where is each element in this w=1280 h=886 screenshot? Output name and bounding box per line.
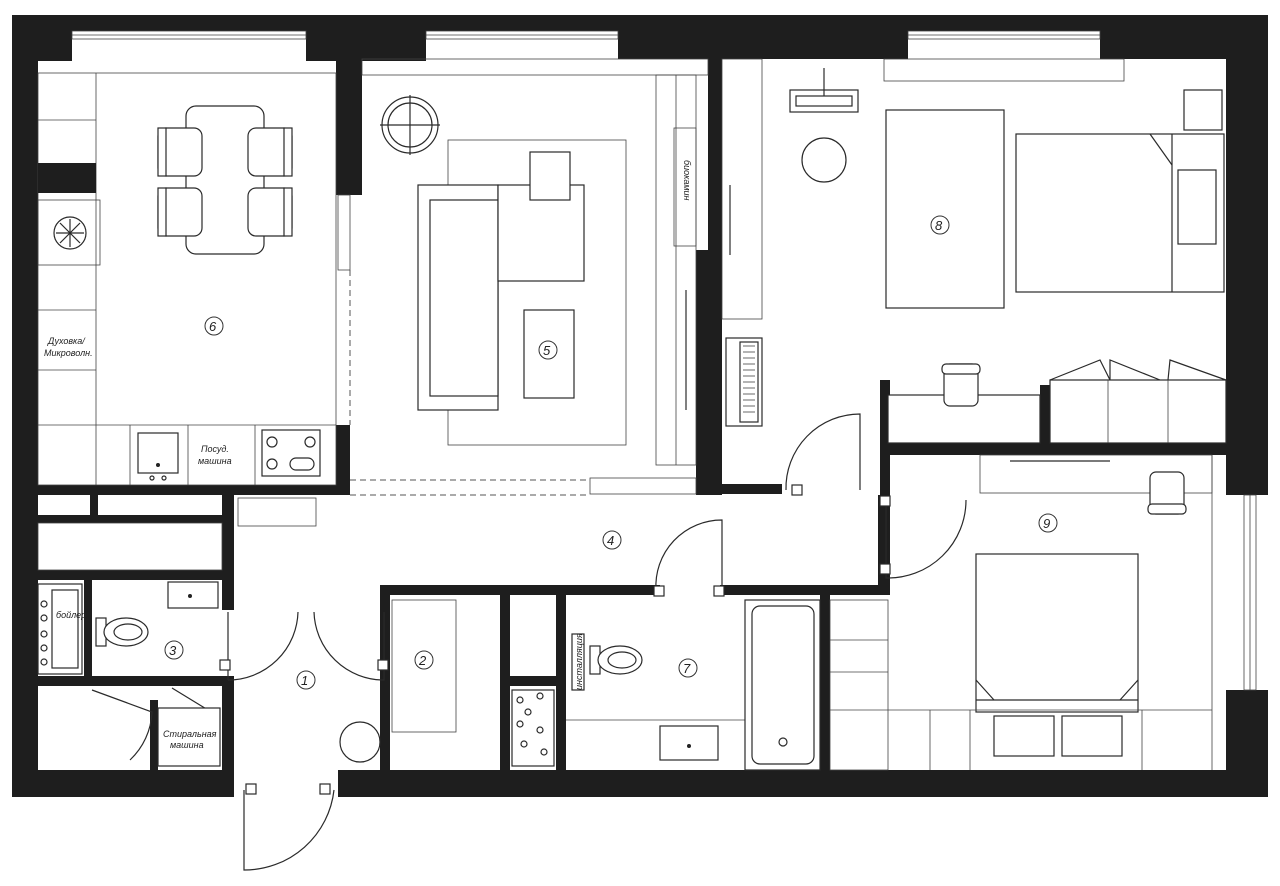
windows: [71, 30, 1257, 691]
closet-2: 2: [391, 599, 457, 733]
pillow: [993, 715, 1055, 757]
washer-label-2: машина: [170, 740, 204, 750]
bed: [975, 553, 1139, 713]
dining-chair: [247, 127, 293, 177]
dining-chair: [157, 127, 203, 177]
sink: [659, 725, 719, 761]
pillow: [1061, 715, 1123, 757]
washer-label: Стиральная: [163, 729, 217, 739]
corridor: 4: [237, 497, 622, 550]
room-number-9: 9: [1043, 516, 1050, 531]
round-pouf: [339, 721, 381, 763]
desk-chair: [1147, 471, 1187, 515]
bed: [1015, 133, 1225, 293]
bathtub: [744, 599, 821, 771]
hall: 1: [296, 670, 381, 763]
interior-walls: [38, 55, 1226, 770]
armchair: [529, 151, 571, 201]
room-number-2: 2: [418, 653, 427, 668]
sink: [167, 581, 219, 609]
doors: [91, 413, 967, 871]
bedroom-9: 9: [829, 454, 1213, 771]
room-number-3: 3: [169, 643, 177, 658]
oven-label-2: Микроволн.: [44, 348, 93, 358]
sofa: [417, 184, 585, 411]
stove: [261, 429, 321, 477]
rug: [885, 109, 1005, 309]
utility-shaft: [511, 689, 555, 767]
kitchen-sink: [137, 432, 179, 481]
openings: [337, 194, 697, 496]
boiler-label: бойлер: [56, 610, 86, 620]
wc-3: бойлер 3: [37, 522, 223, 675]
room-number-6: 6: [209, 319, 217, 334]
outer-walls: [12, 15, 1268, 797]
dining-chair: [157, 187, 203, 237]
oven-label: Духовка/: [47, 336, 86, 346]
room-number-5: 5: [543, 343, 551, 358]
room-number-1: 1: [301, 673, 308, 688]
washing-machine: Стиральная машина: [157, 707, 221, 767]
room-number-7: 7: [683, 661, 691, 676]
kitchen: Духовка/ Микроволн. Посуд. машина 6: [37, 72, 337, 486]
radiator-icon: [739, 341, 759, 423]
bathroom-7: инсталляция 7: [566, 599, 821, 771]
installation-label: инсталляция: [574, 633, 584, 690]
living-room: биокамин 5: [361, 58, 709, 466]
nightstand: [1183, 89, 1223, 131]
biofireplace-label: биокамин: [682, 160, 692, 201]
hood-icon: [53, 216, 87, 250]
room-number-8: 8: [935, 218, 943, 233]
dining-table: [185, 105, 265, 255]
desk-chair: [941, 363, 981, 407]
tv-stand: [789, 68, 859, 113]
dining-chair: [247, 187, 293, 237]
wardrobe: [1049, 359, 1227, 444]
toilet: [95, 617, 149, 647]
room-number-4: 4: [607, 533, 614, 548]
floor-lamp: [380, 95, 440, 155]
dishwasher-label: Посуд.: [201, 444, 229, 454]
round-stool: [801, 137, 847, 183]
dishwasher-label-2: машина: [198, 456, 232, 466]
toilet: [589, 645, 643, 675]
bedroom-8: 8: [721, 58, 1227, 444]
